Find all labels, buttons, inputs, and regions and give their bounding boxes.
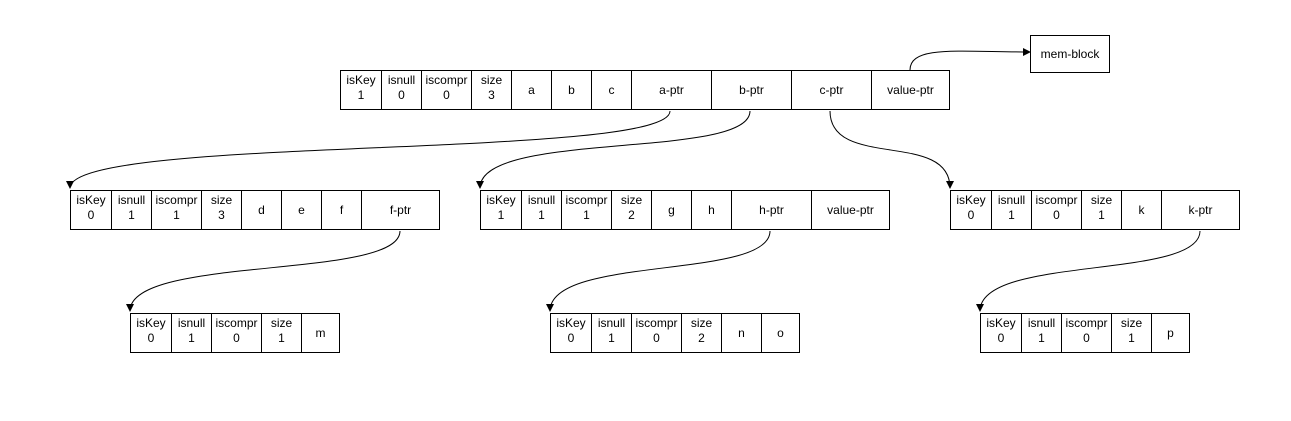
root-char-c: c xyxy=(591,71,631,109)
k-child-char-p: p xyxy=(1151,314,1189,352)
b-child-size-field: size 2 xyxy=(611,191,651,229)
a-child-char-e: e xyxy=(281,191,321,229)
a-child-char-f: f xyxy=(321,191,361,229)
edge-value-ptr-to-mem-block xyxy=(909,47,1031,71)
h-child-isnull-field: isnull 1 xyxy=(591,314,631,352)
root-isnull-field: isnull 0 xyxy=(381,71,421,109)
root-b-ptr: b-ptr xyxy=(711,71,791,109)
c-child-isnull-field: isnull 1 xyxy=(991,191,1031,229)
h-child-node: isKey 0 isnull 1 iscompr 0 size 2 n o xyxy=(550,313,800,353)
edge-k-ptr-to-k-child xyxy=(976,230,1201,312)
f-child-node: isKey 0 isnull 1 iscompr 0 size 1 m xyxy=(130,313,340,353)
h-child-size-field: size 2 xyxy=(681,314,721,352)
a-child-iscompr-field: iscompr 1 xyxy=(151,191,201,229)
f-child-size-field: size 1 xyxy=(261,314,301,352)
f-child-iscompr-field: iscompr 0 xyxy=(211,314,261,352)
root-iskey-field: isKey 1 xyxy=(346,73,376,102)
k-child-iskey-field: isKey 0 xyxy=(986,316,1016,345)
k-child-size-field: size 1 xyxy=(1111,314,1151,352)
b-child-node: isKey 1 isnull 1 iscompr 1 size 2 g h h-… xyxy=(480,190,890,230)
mem-block: mem-block xyxy=(1030,35,1110,73)
root-node: isKey 1 isnull 0 iscompr 0 size 3 a b c … xyxy=(340,70,950,110)
k-child-node: isKey 0 isnull 1 iscompr 0 size 1 p xyxy=(980,313,1190,353)
b-child-iscompr-field: iscompr 1 xyxy=(561,191,611,229)
b-child-iskey-field: isKey 1 xyxy=(486,193,516,222)
edge-b-ptr-to-b-child xyxy=(476,110,751,189)
root-iscompr-field: iscompr 0 xyxy=(421,71,471,109)
a-child-iskey-field: isKey 0 xyxy=(76,193,106,222)
k-child-isnull-field: isnull 1 xyxy=(1021,314,1061,352)
edge-a-ptr-to-a-child xyxy=(66,110,671,189)
f-child-isnull-field: isnull 1 xyxy=(171,314,211,352)
root-size-field: size 3 xyxy=(471,71,511,109)
b-child-value-ptr: value-ptr xyxy=(811,191,889,229)
c-child-node: isKey 0 isnull 1 iscompr 0 size 1 k k-pt… xyxy=(950,190,1240,230)
c-child-size-field: size 1 xyxy=(1081,191,1121,229)
edge-c-ptr-to-c-child xyxy=(829,110,954,189)
b-child-char-h: h xyxy=(691,191,731,229)
b-child-char-g: g xyxy=(651,191,691,229)
h-child-char-n: n xyxy=(721,314,761,352)
root-char-b: b xyxy=(551,71,591,109)
edge-h-ptr-to-h-child xyxy=(546,230,771,312)
a-child-size-field: size 3 xyxy=(201,191,241,229)
f-child-iskey-field: isKey 0 xyxy=(136,316,166,345)
c-child-iscompr-field: iscompr 0 xyxy=(1031,191,1081,229)
root-char-a: a xyxy=(511,71,551,109)
root-value-ptr: value-ptr xyxy=(871,71,949,109)
h-child-iskey-field: isKey 0 xyxy=(556,316,586,345)
a-child-char-d: d xyxy=(241,191,281,229)
c-child-char-k: k xyxy=(1121,191,1161,229)
edge-f-ptr-to-f-child xyxy=(126,230,401,312)
c-child-iskey-field: isKey 0 xyxy=(956,193,986,222)
a-child-node: isKey 0 isnull 1 iscompr 1 size 3 d e f … xyxy=(70,190,440,230)
b-child-h-ptr: h-ptr xyxy=(731,191,811,229)
root-a-ptr: a-ptr xyxy=(631,71,711,109)
c-child-k-ptr: k-ptr xyxy=(1161,191,1239,229)
f-child-char-m: m xyxy=(301,314,339,352)
a-child-f-ptr: f-ptr xyxy=(361,191,439,229)
mem-block-label: mem-block xyxy=(1040,47,1100,61)
h-child-char-o: o xyxy=(761,314,799,352)
root-c-ptr: c-ptr xyxy=(791,71,871,109)
b-child-isnull-field: isnull 1 xyxy=(521,191,561,229)
a-child-isnull-field: isnull 1 xyxy=(111,191,151,229)
h-child-iscompr-field: iscompr 0 xyxy=(631,314,681,352)
k-child-iscompr-field: iscompr 0 xyxy=(1061,314,1111,352)
